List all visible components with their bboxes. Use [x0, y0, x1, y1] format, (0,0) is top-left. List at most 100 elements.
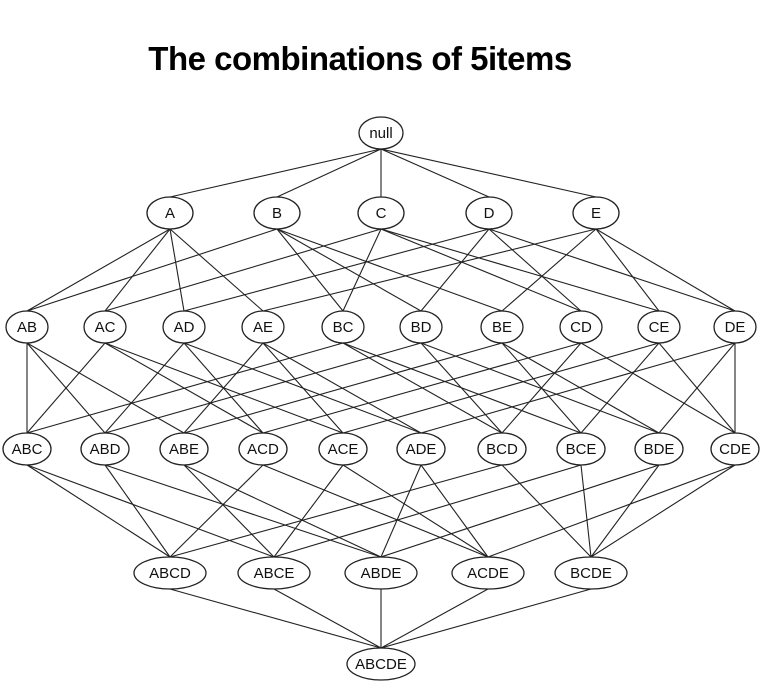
edge-E-BE	[501, 228, 597, 312]
edge-DE-ADE	[420, 342, 736, 434]
edge-ACDE-ABCDE	[380, 588, 489, 649]
edge-BCD-ABCD	[169, 464, 503, 558]
node-ellipse	[357, 196, 405, 230]
edge-null-E	[380, 148, 597, 198]
node-label: AD	[174, 319, 195, 336]
lattice-edges	[26, 148, 736, 649]
edge-ACE-ABCE	[273, 464, 344, 558]
edge-BD-BCD	[420, 342, 503, 434]
node-ellipse	[83, 310, 127, 344]
node-label: ABDE	[361, 565, 402, 582]
node-ellipse	[237, 556, 311, 590]
edge-AB-ABE	[26, 342, 185, 434]
node-cde: CDE	[710, 432, 760, 466]
edge-BCE-ABCE	[273, 464, 582, 558]
node-label: ACD	[247, 441, 279, 458]
node-label: CDE	[719, 441, 751, 458]
edge-E-DE	[595, 228, 736, 312]
node-ellipse	[713, 310, 757, 344]
edge-null-B	[276, 148, 382, 198]
node-label: ABD	[90, 441, 121, 458]
node-label: ABCDE	[355, 656, 407, 673]
edge-BE-BDE	[501, 342, 660, 434]
node-ellipse	[396, 432, 446, 466]
edge-CD-ACD	[262, 342, 582, 434]
node-label: ABC	[12, 441, 43, 458]
node-c: C	[357, 196, 405, 230]
edge-ACE-ACDE	[342, 464, 489, 558]
node-label: CE	[649, 319, 670, 336]
node-be: BE	[480, 310, 524, 344]
edge-ABD-ABDE	[104, 464, 382, 558]
edge-BCDE-ABCDE	[380, 588, 592, 649]
node-ellipse	[344, 556, 418, 590]
edge-D-CD	[488, 228, 582, 312]
node-ellipse	[637, 310, 681, 344]
edge-BDE-BCDE	[590, 464, 660, 558]
node-abc: ABC	[2, 432, 52, 466]
node-abcde: ABCDE	[346, 647, 416, 681]
edge-A-AE	[169, 228, 264, 312]
node-acd: ACD	[238, 432, 288, 466]
node-b: B	[253, 196, 301, 230]
edge-null-D	[380, 148, 490, 198]
node-ellipse	[238, 432, 288, 466]
edge-CD-CDE	[580, 342, 736, 434]
edge-D-AD	[183, 228, 490, 312]
node-ade: ADE	[396, 432, 446, 466]
node-label: ABCE	[254, 565, 295, 582]
node-ellipse	[554, 556, 628, 590]
edge-ABC-ABCE	[26, 464, 275, 558]
node-ac: AC	[83, 310, 127, 344]
node-bcd: BCD	[477, 432, 527, 466]
edge-BD-ABD	[104, 342, 422, 434]
node-ellipse	[253, 196, 301, 230]
edge-BDE-ABDE	[380, 464, 660, 558]
edge-A-AB	[26, 228, 171, 312]
node-ce: CE	[637, 310, 681, 344]
edge-B-BE	[276, 228, 503, 312]
node-label: ACE	[328, 441, 359, 458]
node-ellipse	[451, 556, 525, 590]
node-label: ABCD	[149, 565, 191, 582]
node-ellipse	[80, 432, 130, 466]
node-label: ABE	[169, 441, 199, 458]
node-label: B	[272, 205, 282, 222]
node-label: D	[484, 205, 495, 222]
node-ellipse	[634, 432, 684, 466]
edge-E-AE	[262, 228, 597, 312]
node-cd: CD	[559, 310, 603, 344]
node-ellipse	[346, 647, 416, 681]
node-ellipse	[480, 310, 524, 344]
node-ae: AE	[241, 310, 285, 344]
node-ellipse	[321, 310, 365, 344]
node-bcde: BCDE	[554, 556, 628, 590]
edge-ABD-ABCD	[104, 464, 171, 558]
edge-BE-ABE	[183, 342, 503, 434]
node-label: DE	[725, 319, 746, 336]
node-bc: BC	[321, 310, 365, 344]
edge-ABC-ABCD	[26, 464, 171, 558]
edge-ABCE-ABCDE	[273, 588, 382, 649]
edge-ACD-ABCD	[169, 464, 264, 558]
edge-AE-ABE	[183, 342, 264, 434]
node-abcd: ABCD	[133, 556, 207, 590]
edge-C-CE	[380, 228, 660, 312]
node-label: A	[165, 205, 175, 222]
node-label: BC	[333, 319, 354, 336]
node-bd: BD	[399, 310, 443, 344]
edge-DE-BDE	[658, 342, 736, 434]
edge-CDE-ACDE	[487, 464, 736, 558]
edge-B-BC	[276, 228, 344, 312]
node-de: DE	[713, 310, 757, 344]
node-label: ACDE	[467, 565, 509, 582]
node-bce: BCE	[556, 432, 606, 466]
node-ab: AB	[5, 310, 49, 344]
node-label: BDE	[644, 441, 675, 458]
node-acde: ACDE	[451, 556, 525, 590]
edge-ADE-ACDE	[420, 464, 489, 558]
node-label: BCE	[566, 441, 597, 458]
edge-CDE-BCDE	[590, 464, 736, 558]
edge-CD-BCD	[501, 342, 582, 434]
edge-A-AD	[169, 228, 185, 312]
